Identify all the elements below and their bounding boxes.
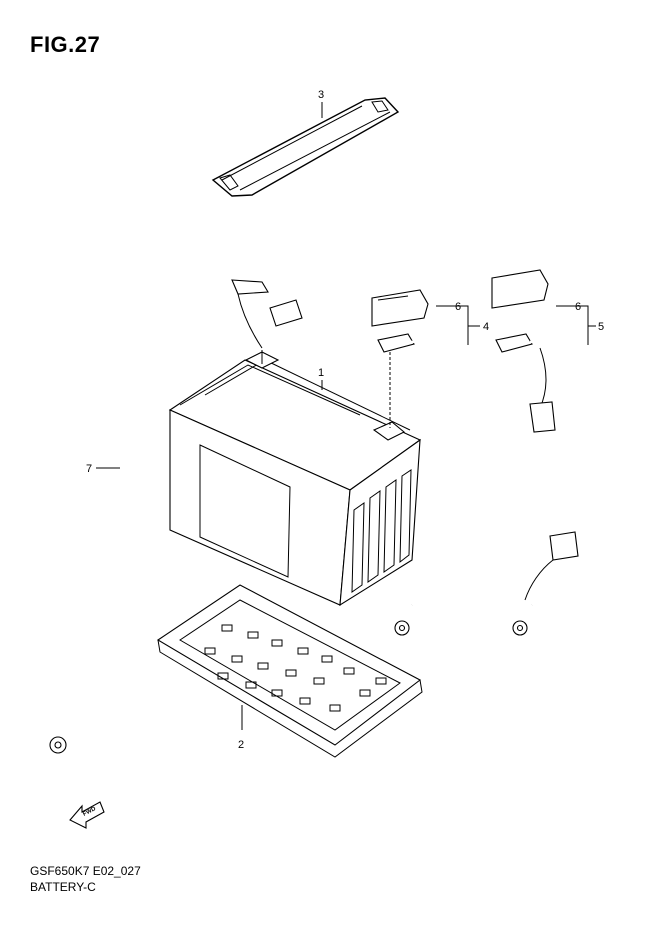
harness-cable[interactable]: [491, 269, 592, 636]
tray-slots: [204, 624, 387, 712]
callout-6b: 6: [575, 301, 581, 313]
callout-5: 5: [598, 321, 604, 333]
leader-lines: [96, 102, 596, 730]
callout-4: 4: [483, 321, 489, 333]
callout-3: 3: [318, 89, 324, 101]
section-name: BATTERY-C: [30, 880, 96, 894]
positive-cable[interactable]: [371, 289, 472, 636]
ground-cable[interactable]: [49, 279, 303, 754]
callout-2: 2: [238, 739, 244, 751]
battery-tray[interactable]: [156, 584, 423, 758]
fwd-arrow-icon: FWD: [69, 801, 105, 829]
callout-6a: 6: [455, 301, 461, 313]
callout-7: 7: [86, 463, 92, 475]
figure-title: FIG.27: [30, 32, 101, 57]
battery-strap[interactable]: [211, 97, 400, 197]
model-code: GSF650K7 E02_027: [30, 864, 141, 878]
callout-1: 1: [318, 367, 324, 379]
battery[interactable]: [168, 351, 422, 607]
